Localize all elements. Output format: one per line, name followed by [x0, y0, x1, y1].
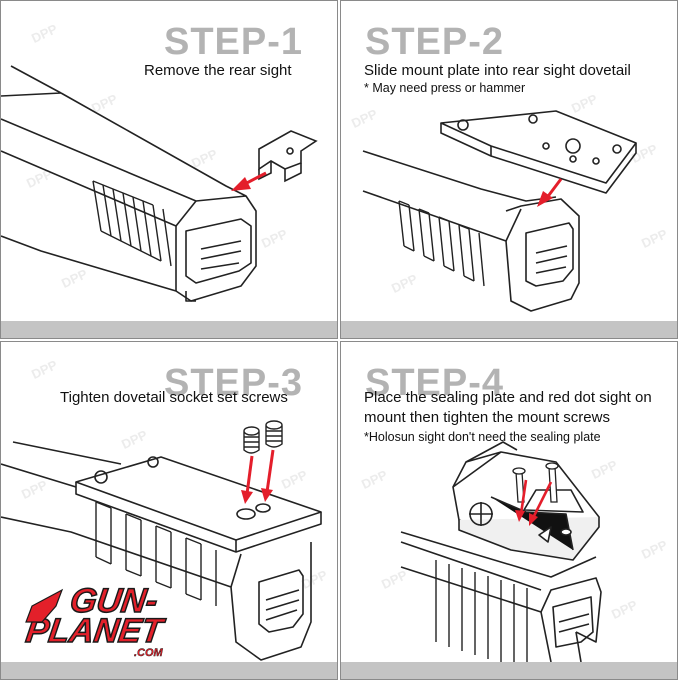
- step-1-panel: DPP DPP DPP DPP DPP DPP: [0, 0, 338, 339]
- step-4-panel: DPP DPP DPP DPP DPP: [340, 341, 678, 680]
- gun-planet-logo: GUN- PLANET .COM: [22, 576, 202, 660]
- step-title: STEP-2: [365, 23, 504, 61]
- step-instruction: Place the sealing plate and red dot sigh…: [364, 388, 678, 428]
- step-instruction: Tighten dovetail socket set screws: [60, 388, 288, 408]
- step-note: * May need press or hammer: [364, 81, 525, 95]
- logo-domain: .COM: [134, 647, 164, 659]
- step-instruction: Slide mount plate into rear sight doveta…: [364, 61, 631, 81]
- step-note: *Holosun sight don't need the sealing pl…: [364, 430, 601, 444]
- step-instruction: Remove the rear sight: [144, 61, 292, 81]
- step-2-panel: DPP DPP DPP DPP DPP: [340, 0, 678, 339]
- step-title: STEP-1: [164, 23, 303, 61]
